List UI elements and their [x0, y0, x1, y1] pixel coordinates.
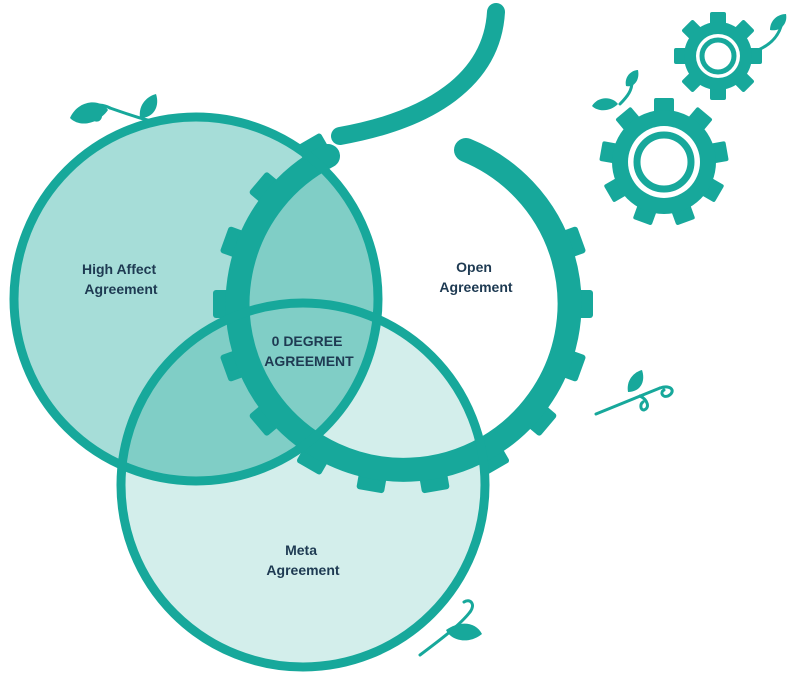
leaf-icon [139, 94, 158, 118]
high-affect-outline [9, 112, 383, 486]
label-high-affect: High Affect Agreement [82, 261, 160, 297]
label-zero-degree: 0 DEGREE AGREEMENT [264, 333, 354, 369]
leaf-icon [70, 102, 108, 124]
gear-tail-swoosh [331, 3, 505, 145]
overlap-high-affect-meta [121, 303, 378, 481]
meta-outline [116, 298, 490, 672]
open-agreement-gear [213, 133, 593, 494]
overlap-high-affect-open [248, 149, 378, 459]
label-meta: Meta Agreement [266, 542, 339, 578]
leaf-icon [627, 370, 644, 392]
gear-small-icon [674, 12, 762, 100]
gear-medium-icon [599, 98, 729, 225]
vine-right [594, 385, 674, 416]
twin-gears-icon [592, 12, 787, 225]
leaf-icon [446, 623, 482, 641]
label-open: Open Agreement [439, 259, 512, 295]
